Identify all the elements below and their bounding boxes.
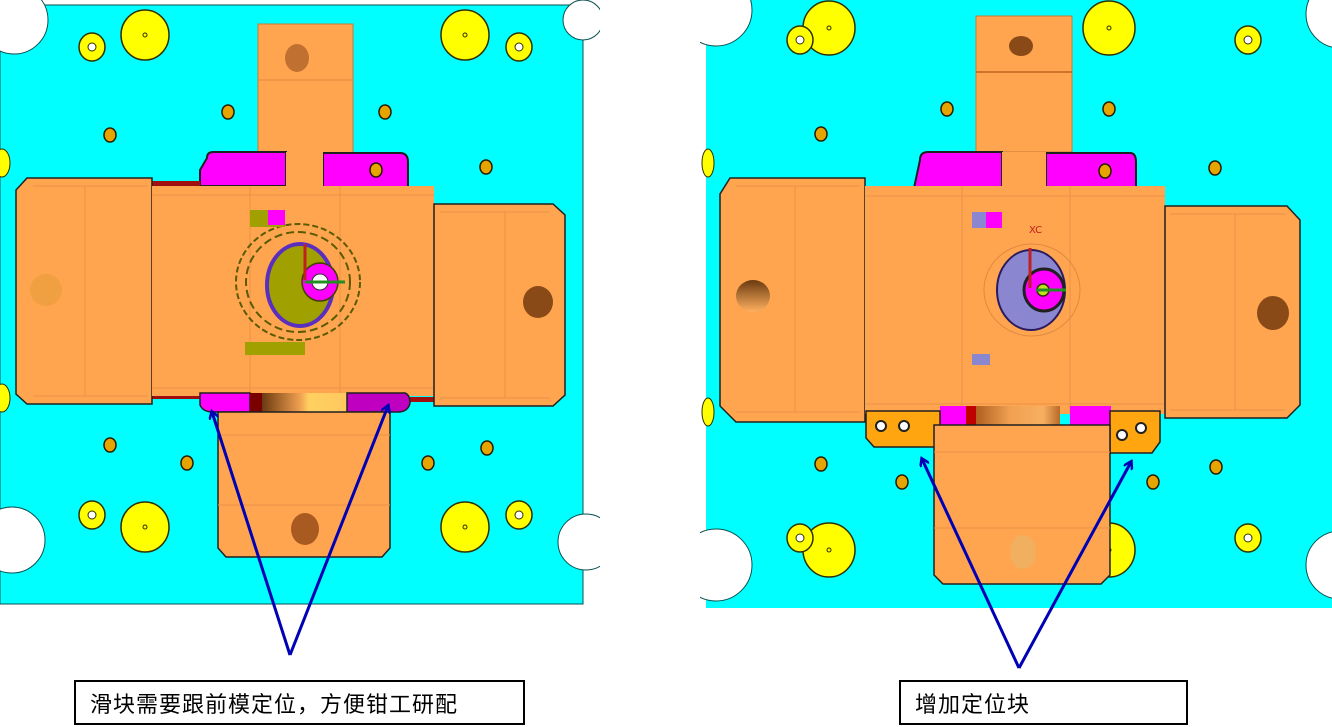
corner-hole xyxy=(700,528,753,602)
right-mold-drawing: XC xyxy=(700,0,1332,608)
corner-hole xyxy=(562,0,600,41)
slider-hole xyxy=(285,44,309,72)
wedge-block-top-left xyxy=(199,151,287,187)
corner-hole xyxy=(0,0,49,55)
slider-hole xyxy=(1010,535,1036,569)
center-insert xyxy=(235,210,361,355)
caption-left: 滑块需要跟前模定位，方便钳工研配 xyxy=(74,680,525,725)
left-slider xyxy=(15,177,153,405)
left-slider xyxy=(719,177,866,423)
slider-hole xyxy=(1257,296,1289,330)
right-mold-view: XC xyxy=(700,0,1332,620)
wedge-block-bottom-left xyxy=(199,392,251,413)
wedge-block-top-left xyxy=(912,151,1003,189)
top-slider xyxy=(257,23,354,155)
slider-hole xyxy=(30,274,62,306)
screw-heads xyxy=(814,101,1223,490)
axis-label-xc: XC xyxy=(1029,225,1042,236)
corner-hole xyxy=(1305,531,1332,599)
corner-hole xyxy=(0,506,46,574)
right-slider xyxy=(433,203,566,407)
slider-hole xyxy=(736,280,770,312)
corner-hole xyxy=(1305,0,1332,48)
right-slider xyxy=(1164,205,1301,419)
left-mold-drawing xyxy=(0,0,600,605)
gradient-insert xyxy=(262,393,347,412)
guide-pillar xyxy=(120,9,490,553)
wedge-block-bottom-left xyxy=(940,406,966,425)
left-mold-view xyxy=(0,0,600,620)
wedge-block-bottom-right xyxy=(1070,406,1111,425)
wedge-block-bottom-right xyxy=(346,392,411,413)
slider-hole xyxy=(1009,36,1033,56)
corner-hole xyxy=(700,0,753,47)
gradient-insert xyxy=(976,406,1060,425)
return-pin xyxy=(0,32,533,530)
center-insert xyxy=(972,212,1081,365)
slider-hole xyxy=(291,513,319,545)
return-pin xyxy=(701,25,1262,553)
caption-right: 增加定位块 xyxy=(899,680,1188,725)
slider-hole xyxy=(523,286,553,318)
corner-hole xyxy=(557,513,600,571)
